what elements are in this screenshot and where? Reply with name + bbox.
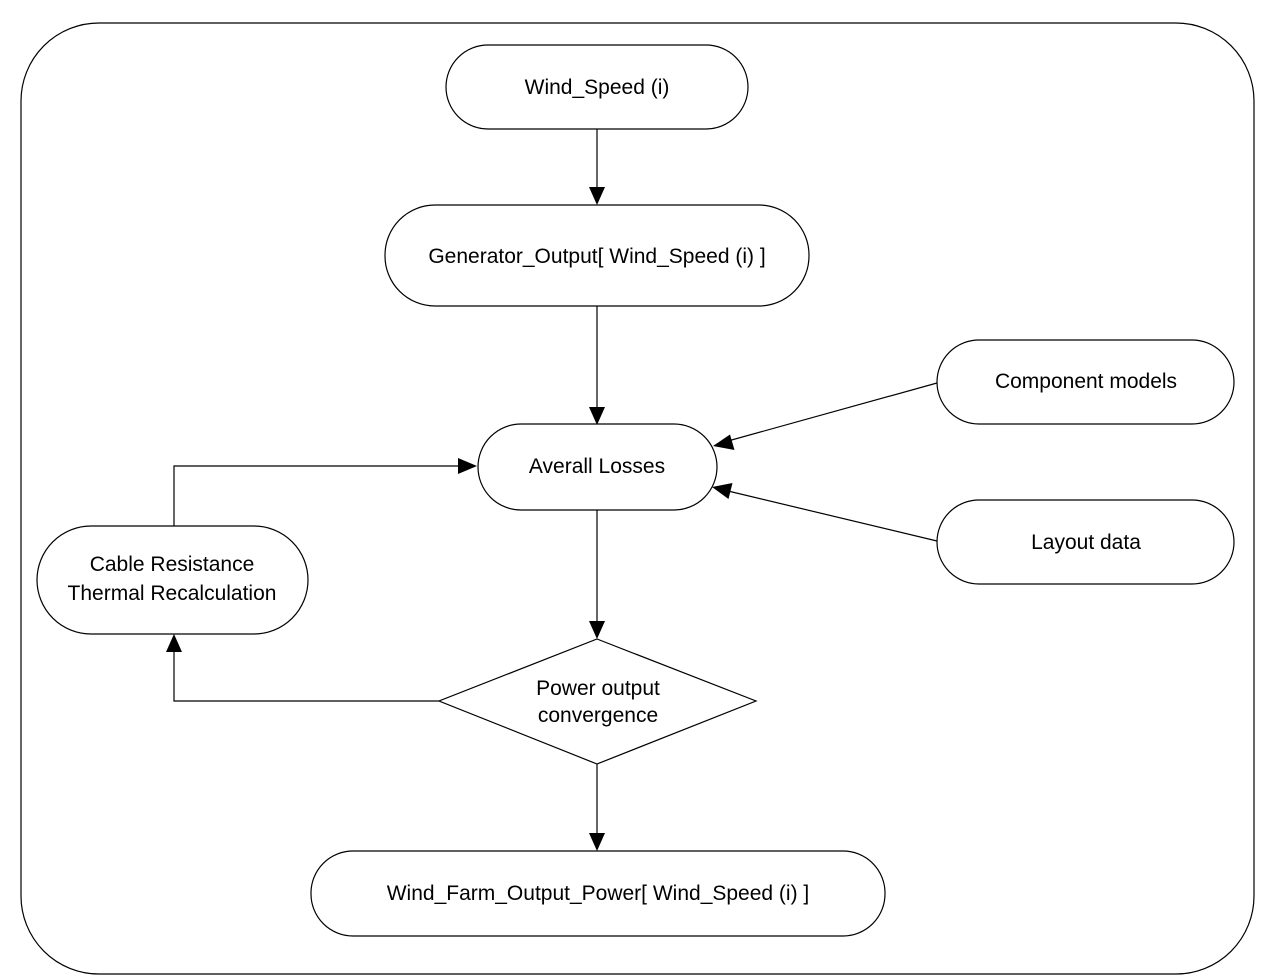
node-wind-farm-output: Wind_Farm_Output_Power[ Wind_Speed (i) ] <box>310 850 886 937</box>
node-power-convergence: Power output convergence <box>437 638 758 765</box>
node-cable-resistance: Cable Resistance Thermal Recalculation <box>36 525 309 635</box>
node-layout-data: Layout data <box>936 499 1235 585</box>
node-cable-resistance-line2: Thermal Recalculation <box>68 582 277 605</box>
arrowhead-generator <box>589 187 605 205</box>
node-wind-speed: Wind_Speed (i) <box>445 44 749 130</box>
node-wind-speed-label: Wind_Speed (i) <box>525 76 670 99</box>
node-power-convergence-line1: Power output <box>536 677 660 700</box>
edge-component-models-to-losses <box>727 382 938 442</box>
node-layout-data-label: Layout data <box>1031 531 1141 554</box>
arrowhead-convergence <box>589 621 605 639</box>
node-averall-losses-label: Averall Losses <box>529 455 665 478</box>
arrowhead-cable <box>166 634 182 652</box>
node-averall-losses: Averall Losses <box>477 423 718 511</box>
arrowhead-losses-layout <box>712 483 733 499</box>
edge-convergence-to-cable <box>173 650 439 702</box>
node-component-models-label: Component models <box>995 370 1177 393</box>
node-generator-output-label: Generator_Output[ Wind_Speed (i) ] <box>428 245 765 268</box>
arrowhead-losses-left <box>458 458 477 474</box>
node-component-models: Component models <box>936 339 1235 425</box>
node-cable-resistance-line1: Cable Resistance <box>90 553 255 576</box>
arrowhead-losses-top <box>589 407 605 425</box>
node-wind-farm-output-label: Wind_Farm_Output_Power[ Wind_Speed (i) ] <box>387 882 810 905</box>
edge-layout-data-to-losses <box>727 490 938 542</box>
edge-cable-to-losses <box>173 465 460 526</box>
arrowhead-losses-component <box>713 434 735 450</box>
node-power-convergence-line2: convergence <box>538 704 658 727</box>
node-generator-output: Generator_Output[ Wind_Speed (i) ] <box>384 204 810 307</box>
arrowhead-output <box>589 833 605 851</box>
